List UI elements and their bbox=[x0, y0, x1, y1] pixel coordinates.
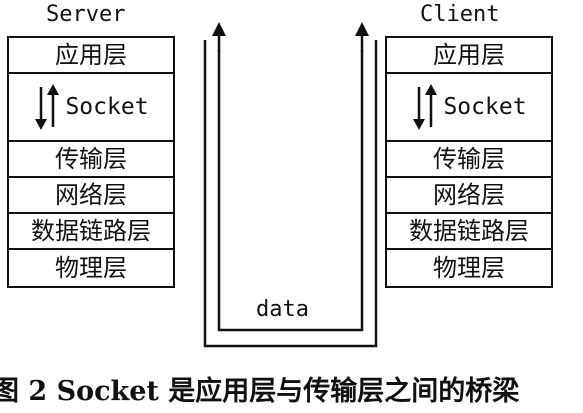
client-physical-layer: 物理层 bbox=[387, 250, 551, 286]
client-network-label: 网络层 bbox=[433, 181, 505, 209]
server-transport-label: 传输层 bbox=[55, 145, 127, 173]
server-socket-layer: Socket bbox=[9, 74, 173, 142]
server-physical-layer: 物理层 bbox=[9, 250, 173, 286]
client-physical-label: 物理层 bbox=[433, 254, 505, 282]
server-application-layer: 应用层 bbox=[9, 38, 173, 74]
data-label: data bbox=[256, 297, 309, 322]
server-physical-label: 物理层 bbox=[55, 254, 127, 282]
channel-inner-line bbox=[217, 50, 364, 332]
server-stack: 应用层 Socket 传输层 网络层 数据链路层 物理层 bbox=[7, 36, 175, 288]
caption-text: Socket 是应用层与传输层之间的桥梁 bbox=[56, 376, 520, 407]
up-down-arrows-icon bbox=[35, 84, 60, 130]
server-title: Server bbox=[46, 2, 126, 27]
client-datalink-label: 数据链路层 bbox=[409, 217, 529, 245]
client-datalink-layer: 数据链路层 bbox=[387, 214, 551, 250]
client-transport-layer: 传输层 bbox=[387, 142, 551, 178]
figure-number: 图 2 bbox=[0, 376, 48, 407]
server-datalink-layer: 数据链路层 bbox=[9, 214, 173, 250]
server-application-label: 应用层 bbox=[55, 41, 127, 69]
client-transport-label: 传输层 bbox=[433, 145, 505, 173]
server-network-label: 网络层 bbox=[55, 181, 127, 209]
client-socket-label: Socket bbox=[443, 94, 527, 120]
up-arrow-icon bbox=[212, 22, 226, 36]
server-datalink-label: 数据链路层 bbox=[31, 217, 151, 245]
client-network-layer: 网络层 bbox=[387, 178, 551, 214]
client-stack: 应用层 Socket 传输层 网络层 数据链路层 物理层 bbox=[385, 36, 553, 288]
server-socket-label: Socket bbox=[65, 94, 149, 120]
client-application-layer: 应用层 bbox=[387, 38, 551, 74]
client-socket-layer: Socket bbox=[387, 74, 551, 142]
server-transport-layer: 传输层 bbox=[9, 142, 173, 178]
up-down-arrows-icon bbox=[413, 84, 438, 130]
channel-outer-line bbox=[203, 40, 378, 348]
client-application-label: 应用层 bbox=[433, 41, 505, 69]
up-arrow-icon bbox=[355, 22, 369, 36]
server-network-layer: 网络层 bbox=[9, 178, 173, 214]
client-title: Client bbox=[420, 2, 500, 27]
figure-caption: 图 2 Socket 是应用层与传输层之间的桥梁 bbox=[0, 374, 583, 413]
